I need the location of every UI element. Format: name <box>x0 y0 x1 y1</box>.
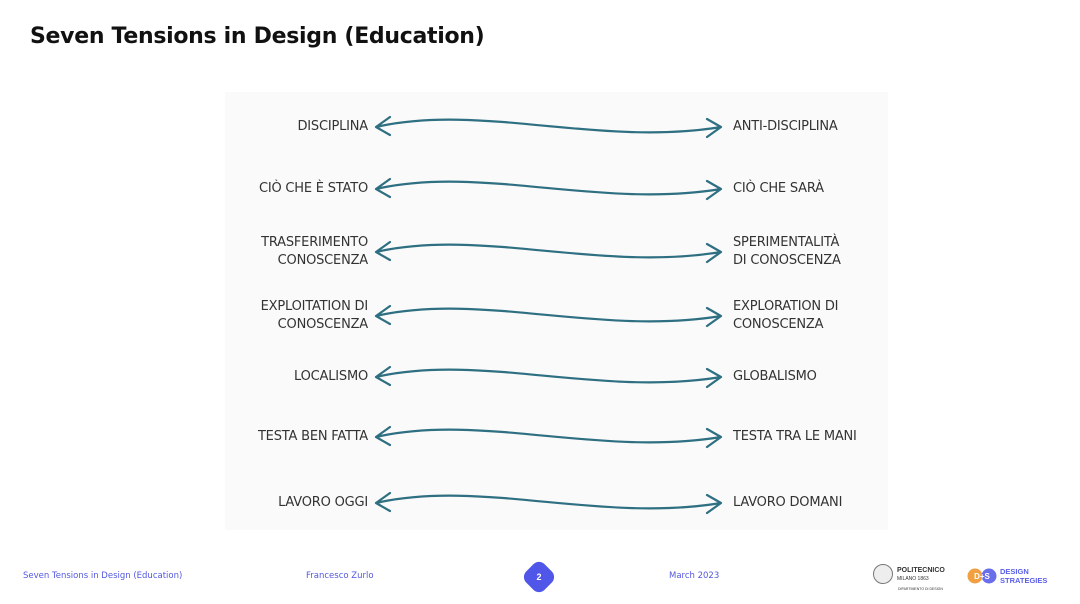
double-arrow <box>374 304 723 328</box>
footer-title: Seven Tensions in Design (Education) <box>23 571 183 581</box>
label-line: CIÒ CHE SARÀ <box>733 181 824 196</box>
ds-line1: DESIGN <box>1000 567 1029 576</box>
label-line: CONOSCENZA <box>277 253 369 268</box>
label-line: GLOBALISMO <box>733 369 817 384</box>
tension-label-left: LOCALISMO <box>294 368 368 386</box>
tension-label-right: TESTA TRA LE MANI <box>733 428 857 446</box>
design-strategies-logo-icon: D+S <box>967 568 997 584</box>
tension-label-right: SPERIMENTALITÀ DI CONOSCENZA <box>733 234 841 270</box>
double-arrow <box>374 425 723 449</box>
double-arrow <box>374 240 723 264</box>
double-arrow <box>374 177 723 201</box>
label-line: ANTI-DISCIPLINA <box>733 119 838 134</box>
label-line: TESTA BEN FATTA <box>257 429 368 444</box>
ds-line2: STRATEGIES <box>1000 576 1048 585</box>
tension-label-left: TESTA BEN FATTA <box>258 428 368 446</box>
tension-label-left: EXPLOITATION DI CONOSCENZA <box>260 298 369 334</box>
page-number: 2 <box>536 572 542 582</box>
label-line: CIÒ CHE È STATO <box>258 181 368 196</box>
label-line: DI CONOSCENZA <box>733 253 841 268</box>
label-line: TRASFERIMENTO <box>261 235 368 250</box>
label-line: LAVORO OGGI <box>278 495 368 510</box>
label-line: EXPLOITATION DI <box>260 299 369 314</box>
tension-label-left: TRASFERIMENTO CONOSCENZA <box>261 234 368 270</box>
label-line: CONOSCENZA <box>277 317 369 332</box>
tension-label-right: ANTI-DISCIPLINA <box>733 118 838 136</box>
tension-label-left: LAVORO OGGI <box>278 494 368 512</box>
politecnico-dept: DIPARTIMENTO DI DESIGN <box>898 587 943 591</box>
label-line: CONOSCENZA <box>733 317 824 332</box>
label-line: EXPLORATION DI <box>733 299 839 314</box>
double-arrow <box>374 115 723 139</box>
double-arrow <box>374 491 723 515</box>
politecnico-name: POLITECNICO <box>897 567 945 574</box>
tension-label-right: GLOBALISMO <box>733 368 817 386</box>
label-line: SPERIMENTALITÀ <box>733 235 840 250</box>
politecnico-sub: MILANO 1863 <box>897 576 929 582</box>
label-line: LOCALISMO <box>294 369 368 384</box>
tension-label-right: LAVORO DOMANI <box>733 494 842 512</box>
ds-mark: D+S <box>974 572 990 581</box>
double-arrow <box>374 365 723 389</box>
politecnico-logo-text: POLITECNICO MILANO 1863 <box>897 567 945 583</box>
footer-author: Francesco Zurlo <box>306 571 374 581</box>
label-line: DISCIPLINA <box>297 119 368 134</box>
tension-label-right: CIÒ CHE SARÀ <box>733 180 824 198</box>
tension-label-right: EXPLORATION DI CONOSCENZA <box>733 298 838 334</box>
tension-label-left: DISCIPLINA <box>297 118 368 136</box>
tension-label-left: CIÒ CHE È STATO <box>259 180 368 198</box>
footer-date: March 2023 <box>669 571 720 581</box>
slide-title: Seven Tensions in Design (Education) <box>30 24 485 49</box>
tensions-diagram-panel <box>225 92 888 530</box>
label-line: TESTA TRA LE MANI <box>733 429 857 444</box>
label-line: LAVORO DOMANI <box>733 495 843 510</box>
politecnico-seal-icon <box>873 564 893 584</box>
